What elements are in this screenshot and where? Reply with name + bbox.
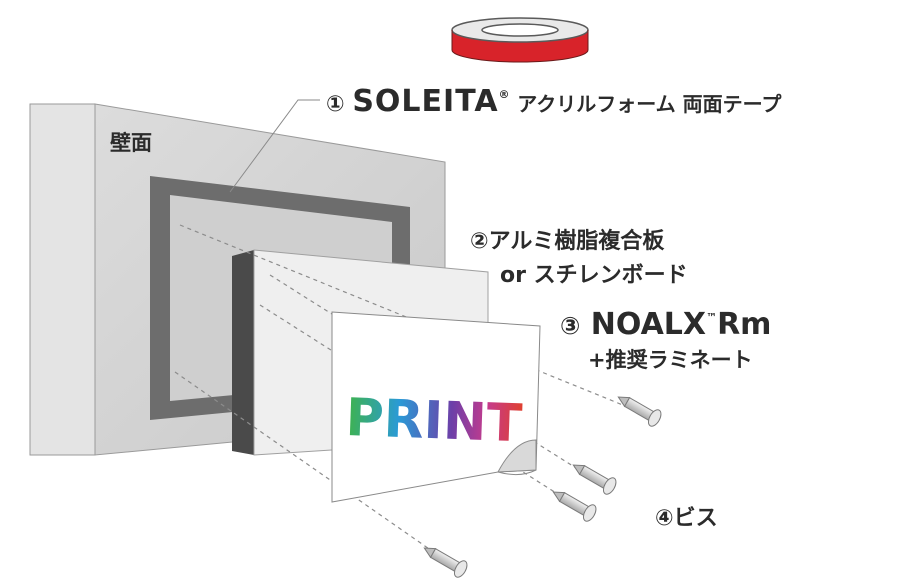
wall-label: 壁面 (110, 131, 152, 155)
tape-leader-line (229, 99, 320, 193)
media-brand: NOALX (590, 307, 707, 342)
screw-label: ④ビス (655, 506, 718, 531)
tape-description: アクリルフォーム 両面テープ (517, 92, 782, 116)
media-number: ③ (560, 312, 581, 340)
media-trademark: ™ (706, 311, 718, 324)
media-label-line2: +推奨ラミネート (588, 348, 753, 372)
print-text: PRINT (345, 388, 524, 454)
tape-registered-mark: ® (498, 88, 510, 101)
tape-number: ① (326, 92, 345, 117)
screw-icon (552, 491, 597, 522)
board-label-line1: ②アルミ樹脂複合板 (470, 229, 665, 254)
media-suffix: Rm (717, 307, 772, 342)
board-label-line2: or スチレンボード (500, 263, 688, 288)
tape-brand: SOLEITA (352, 84, 499, 119)
media-label: ③ NOALX™Rm (560, 310, 771, 340)
screw-icon (617, 396, 662, 427)
print-sheet (331, 311, 541, 503)
tape-roll-icon (451, 17, 589, 63)
screw-icon (572, 464, 617, 495)
tape-label: ① SOLEITA® アクリルフォーム 両面テープ (326, 87, 781, 117)
screw-icon (423, 547, 468, 578)
